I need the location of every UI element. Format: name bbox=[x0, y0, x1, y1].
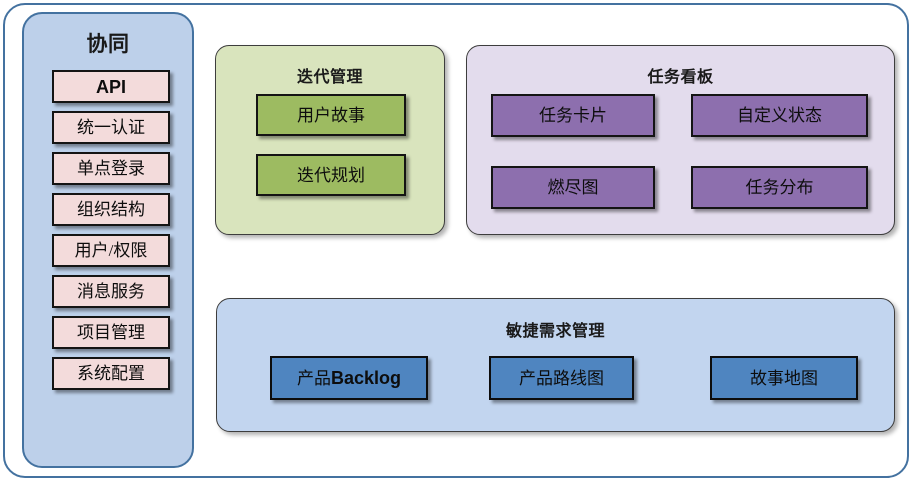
taskboard-box-label: 自定义状态 bbox=[737, 106, 822, 125]
panel-agile-requirement-management-title: 敏捷需求管理 bbox=[505, 323, 605, 340]
agile-box-label: 产品路线图 bbox=[519, 368, 604, 388]
sidebar-item-label: 统一认证 bbox=[77, 118, 145, 137]
sidebar-item-label: 用户/权限 bbox=[74, 241, 148, 260]
panel-agile-requirement-management[interactable]: 敏捷需求管理 产品Backlog 产品路线图 故事地图 bbox=[216, 298, 895, 432]
iteration-box-label: 用户故事 bbox=[297, 105, 365, 125]
panel-iteration-management-title: 迭代管理 bbox=[296, 69, 363, 86]
iteration-box-user-story[interactable]: 用户故事 bbox=[256, 94, 406, 136]
iteration-box-label: 迭代规划 bbox=[297, 165, 365, 185]
taskboard-box-custom-status[interactable]: 自定义状态 bbox=[691, 94, 868, 137]
agile-box-story-map[interactable]: 故事地图 bbox=[710, 356, 858, 400]
sidebar-item-project-management[interactable]: 项目管理 bbox=[52, 316, 170, 349]
taskboard-box-label: 任务分布 bbox=[745, 178, 814, 197]
agile-box-product-backlog[interactable]: 产品Backlog bbox=[270, 356, 428, 400]
agile-box-label: 故事地图 bbox=[750, 368, 818, 388]
sidebar-item-message-service[interactable]: 消息服务 bbox=[52, 275, 170, 308]
taskboard-box-task-card[interactable]: 任务卡片 bbox=[491, 94, 655, 137]
panel-task-board-title: 任务看板 bbox=[647, 69, 714, 86]
agile-box-product-roadmap[interactable]: 产品路线图 bbox=[489, 356, 634, 400]
taskboard-box-burndown-chart[interactable]: 燃尽图 bbox=[491, 166, 655, 209]
sidebar-item-single-sign-on[interactable]: 单点登录 bbox=[52, 152, 170, 185]
outer-frame-border bbox=[3, 3, 909, 478]
iteration-box-iteration-planning[interactable]: 迭代规划 bbox=[256, 154, 406, 196]
sidebar-item-label: 项目管理 bbox=[77, 323, 145, 342]
taskboard-box-label: 任务卡片 bbox=[539, 106, 607, 125]
sidebar-item-unified-auth[interactable]: 统一认证 bbox=[52, 111, 170, 144]
collaboration-item-list: API 统一认证 单点登录 组织结构 用户/权限 消息服务 项目管理 系统配置 bbox=[52, 70, 170, 398]
sidebar-item-label: 系统配置 bbox=[77, 364, 145, 383]
agile-box-label-latin: Backlog bbox=[330, 368, 402, 388]
sidebar-item-label: API bbox=[95, 76, 126, 97]
taskboard-box-label: 燃尽图 bbox=[547, 178, 599, 197]
panel-task-board[interactable]: 任务看板 任务卡片 自定义状态 燃尽图 任务分布 bbox=[466, 45, 895, 235]
sidebar-item-label: 单点登录 bbox=[77, 159, 145, 178]
agile-box-label: 产品Backlog bbox=[297, 369, 401, 387]
panel-iteration-management[interactable]: 迭代管理 用户故事 迭代规划 bbox=[215, 45, 445, 235]
panel-collaboration-title: 协同 bbox=[86, 33, 130, 56]
taskboard-box-task-distribution[interactable]: 任务分布 bbox=[691, 166, 868, 209]
agile-box-label-cn: 产品 bbox=[296, 369, 331, 388]
sidebar-item-label: 消息服务 bbox=[77, 282, 145, 301]
sidebar-item-system-config[interactable]: 系统配置 bbox=[52, 357, 170, 390]
panel-collaboration[interactable]: 协同 API 统一认证 单点登录 组织结构 用户/权限 消息服务 项目管理 bbox=[22, 12, 194, 468]
sidebar-item-org-structure[interactable]: 组织结构 bbox=[52, 193, 170, 226]
sidebar-item-api[interactable]: API bbox=[52, 70, 170, 103]
sidebar-item-label: 组织结构 bbox=[77, 200, 145, 219]
sidebar-item-user-permission[interactable]: 用户/权限 bbox=[52, 234, 170, 267]
